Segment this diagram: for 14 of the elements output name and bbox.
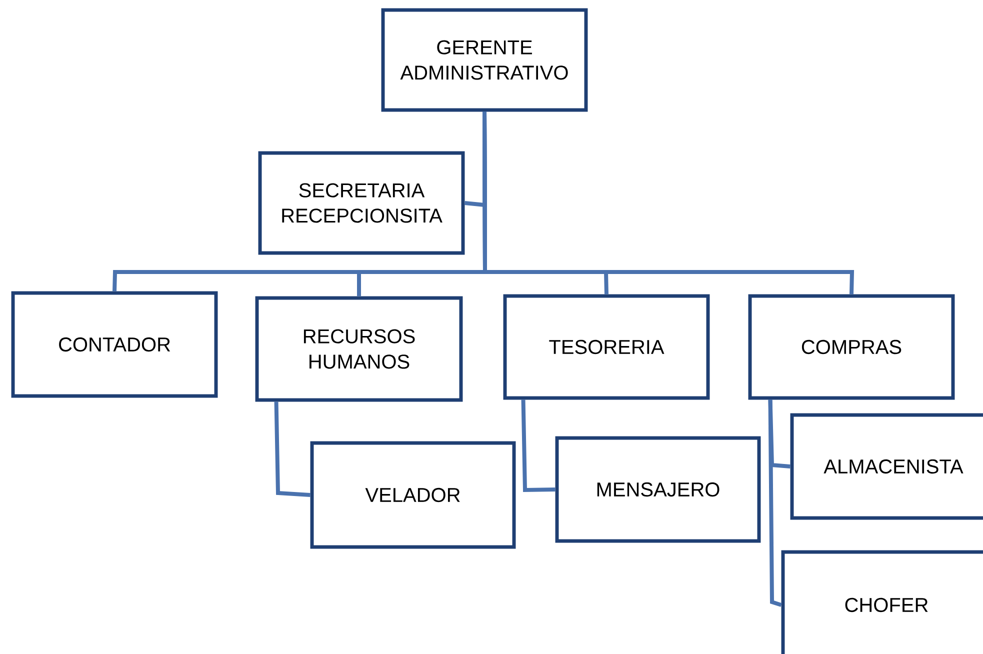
org-box: ALMACENISTA	[790, 413, 983, 520]
org-box: CHOFER	[781, 550, 983, 654]
connector-line	[521, 400, 556, 492]
org-box: VELADOR	[310, 441, 516, 549]
org-box: GERENTE ADMINISTRATIVO	[381, 8, 588, 112]
org-box: TESORERIA	[503, 294, 710, 400]
org-box: CONTADOR	[11, 291, 218, 398]
org-box: RECURSOS HUMANOS	[255, 296, 463, 402]
org-box: MENSAJERO	[555, 436, 761, 543]
connector-line	[482, 112, 854, 294]
connector-line	[274, 402, 310, 497]
org-box: COMPRAS	[748, 294, 955, 400]
org-box: SECRETARIA RECEPCIONSITA	[258, 151, 465, 255]
connector-line	[768, 400, 782, 607]
